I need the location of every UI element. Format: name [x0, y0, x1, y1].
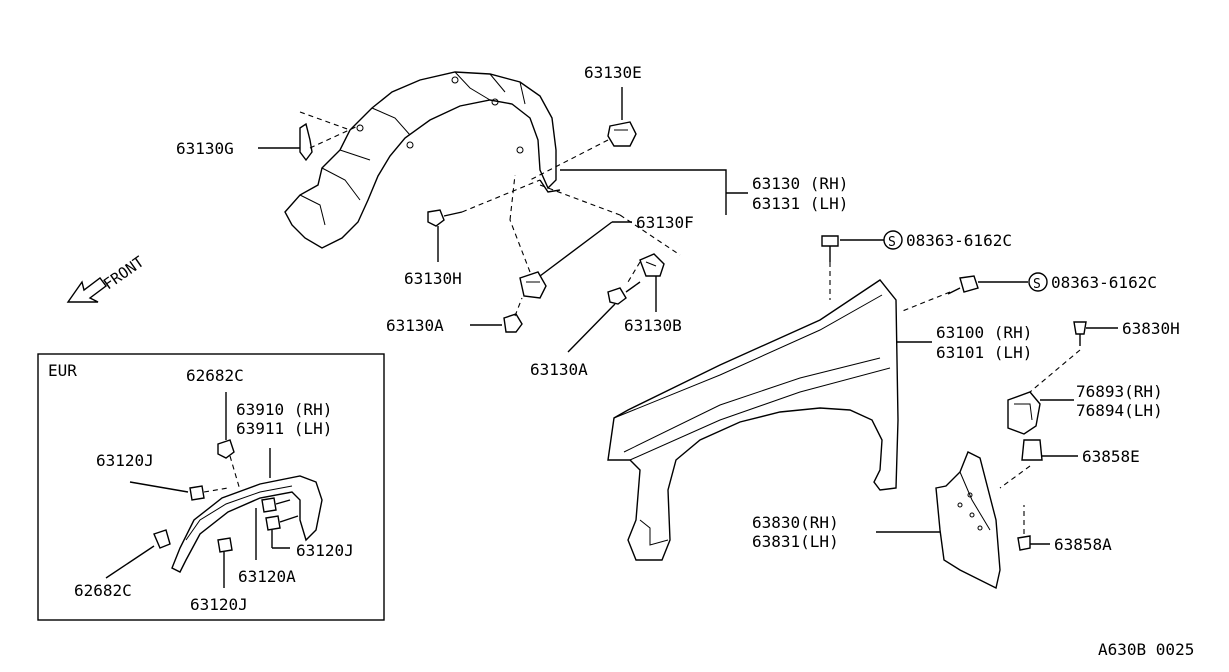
label-63130H: 63130H — [404, 269, 462, 288]
label-63120J-1: 63120J — [96, 451, 154, 470]
label-76894-lh: 76894(LH) — [1076, 401, 1163, 420]
label-63120J-3: 63120J — [190, 595, 248, 614]
label-63130A-1: 63130A — [386, 316, 444, 335]
screw-63130H — [427, 179, 541, 262]
screw-63858A — [1017, 505, 1050, 551]
clip-63130E — [529, 87, 637, 181]
label-63120A: 63120A — [238, 567, 296, 586]
inset-title: EUR — [48, 361, 77, 380]
label-63131-lh: 63131 (LH) — [752, 194, 848, 213]
bolt-symbol-2: S — [1033, 277, 1041, 292]
label-bolt-1: 08363-6162C — [906, 231, 1012, 250]
label-63830-rh: 63830(RH) — [752, 513, 839, 532]
clip-63130G — [258, 111, 361, 162]
leader-63130 — [560, 169, 748, 215]
label-63831-lh: 63831(LH) — [752, 532, 839, 551]
label-63830H: 63830H — [1122, 319, 1180, 338]
front-arrow-icon — [66, 277, 107, 303]
bracket-76893 — [1007, 391, 1074, 435]
nut-63858E — [999, 439, 1078, 489]
label-63101-lh: 63101 (LH) — [936, 343, 1032, 362]
label-62682C-1: 62682C — [186, 366, 244, 385]
mudguard — [876, 451, 1001, 590]
label-62682C-2: 62682C — [74, 581, 132, 600]
label-front: FRONT — [100, 253, 147, 294]
clip-63130B — [627, 253, 665, 312]
label-63130-rh: 63130 (RH) — [752, 174, 848, 193]
label-63130F: 63130F — [636, 213, 694, 232]
label-63858E: 63858E — [1082, 447, 1140, 466]
labels: 63130E 63130G 63130 (RH) 63131 (LH) 6313… — [48, 63, 1194, 659]
label-footer: A630B 0025 — [1098, 640, 1194, 659]
label-63130G: 63130G — [176, 139, 234, 158]
label-63130E: 63130E — [584, 63, 642, 82]
screw-63130A-2 — [567, 281, 641, 353]
label-63911-lh: 63911 (LH) — [236, 419, 332, 438]
label-bolt-2: 08363-6162C — [1051, 273, 1157, 292]
label-63130B: 63130B — [624, 316, 682, 335]
label-63100-rh: 63100 (RH) — [936, 323, 1032, 342]
label-63120J-2: 63120J — [296, 541, 354, 560]
label-76893-rh: 76893(RH) — [1076, 382, 1163, 401]
bolt-symbol-1: S — [888, 235, 896, 250]
label-63130A-2: 63130A — [530, 360, 588, 379]
fender-liner — [284, 71, 561, 249]
label-63910-rh: 63910 (RH) — [236, 400, 332, 419]
bolt-08363-2 — [947, 272, 1048, 295]
label-63858A: 63858A — [1054, 535, 1112, 554]
screw-63130A-1 — [470, 297, 523, 333]
bolt-08363-1 — [821, 230, 903, 262]
front-fender — [607, 262, 951, 561]
screw-63830H — [1029, 321, 1118, 393]
eur-inset — [37, 353, 385, 621]
clip-63130F — [509, 174, 681, 299]
